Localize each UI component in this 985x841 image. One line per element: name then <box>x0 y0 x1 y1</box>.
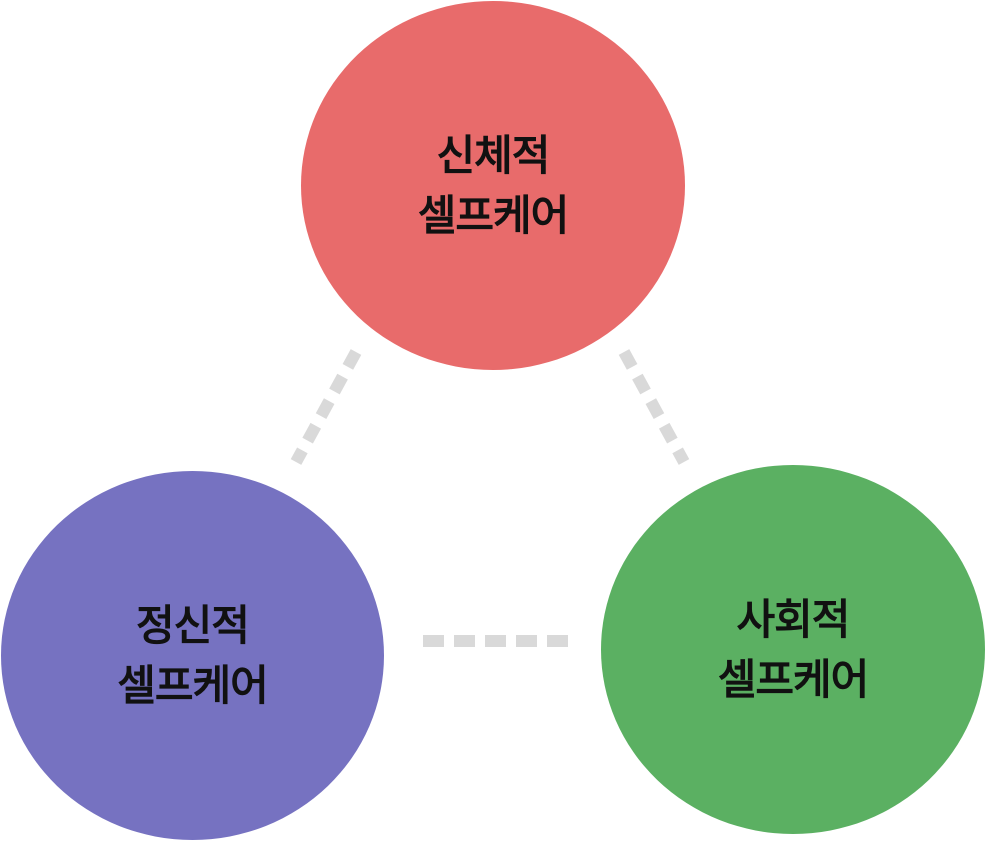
physical-selfcare-label-line1: 신체적 <box>436 130 551 180</box>
social-selfcare-label-line2: 셀프케어 <box>717 654 870 704</box>
social-selfcare-label-line1: 사회적 <box>736 594 851 644</box>
mental-selfcare-circle: 정신적 셀프케어 <box>1 471 384 840</box>
mental-selfcare-label-line2: 셀프케어 <box>117 660 269 710</box>
physical-selfcare-label-line2: 셀프케어 <box>417 190 570 240</box>
connector-physical-mental <box>290 349 362 465</box>
mental-selfcare-label: 정신적 셀프케어 <box>117 596 269 716</box>
connector-physical-social <box>618 349 690 465</box>
physical-selfcare-label: 신체적 셀프케어 <box>417 126 570 246</box>
social-selfcare-circle: 사회적 셀프케어 <box>601 465 985 834</box>
social-selfcare-label: 사회적 셀프케어 <box>717 590 870 710</box>
mental-selfcare-label-line1: 정신적 <box>136 600 250 650</box>
physical-selfcare-circle: 신체적 셀프케어 <box>301 1 685 370</box>
